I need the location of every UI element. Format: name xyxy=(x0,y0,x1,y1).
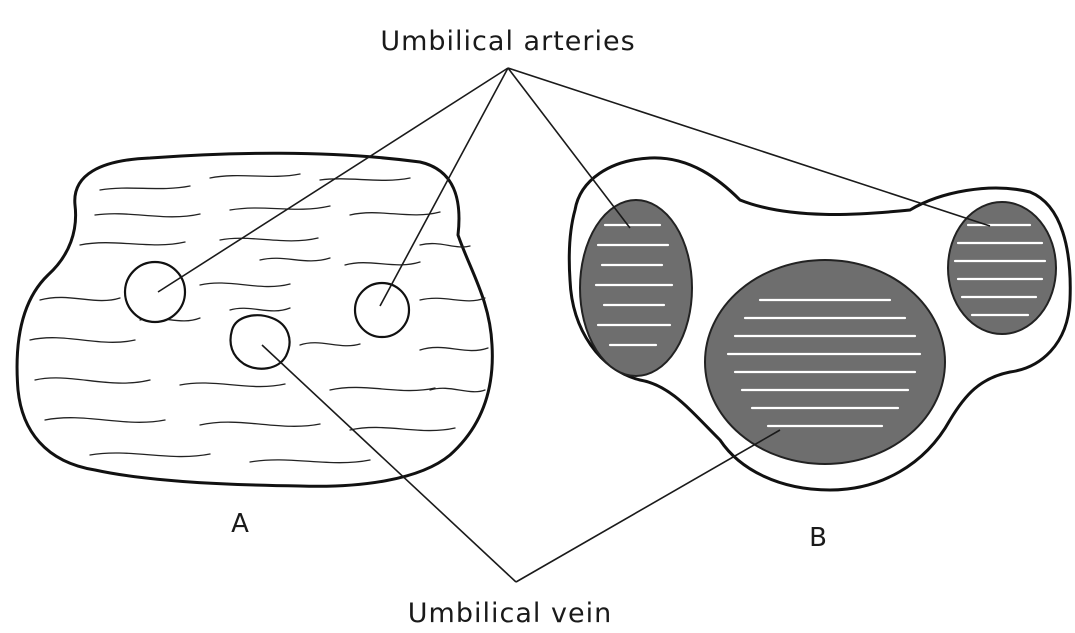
panel-label-b: B xyxy=(809,523,827,553)
panel-label-a: A xyxy=(231,509,249,539)
cord-cross-section-b xyxy=(569,158,1070,490)
umbilical-arteries-label: Umbilical arteries xyxy=(380,26,635,57)
umbilical-vein-label: Umbilical vein xyxy=(408,598,612,629)
cord-b-vein xyxy=(705,260,945,464)
cord-a-vein xyxy=(231,315,290,368)
cord-b-artery-right xyxy=(948,202,1056,334)
cord-a-artery-right xyxy=(355,283,409,337)
cord-a-artery-left xyxy=(125,262,185,322)
cord-cross-section-a xyxy=(17,153,492,486)
cord-b-artery-left xyxy=(580,200,692,376)
